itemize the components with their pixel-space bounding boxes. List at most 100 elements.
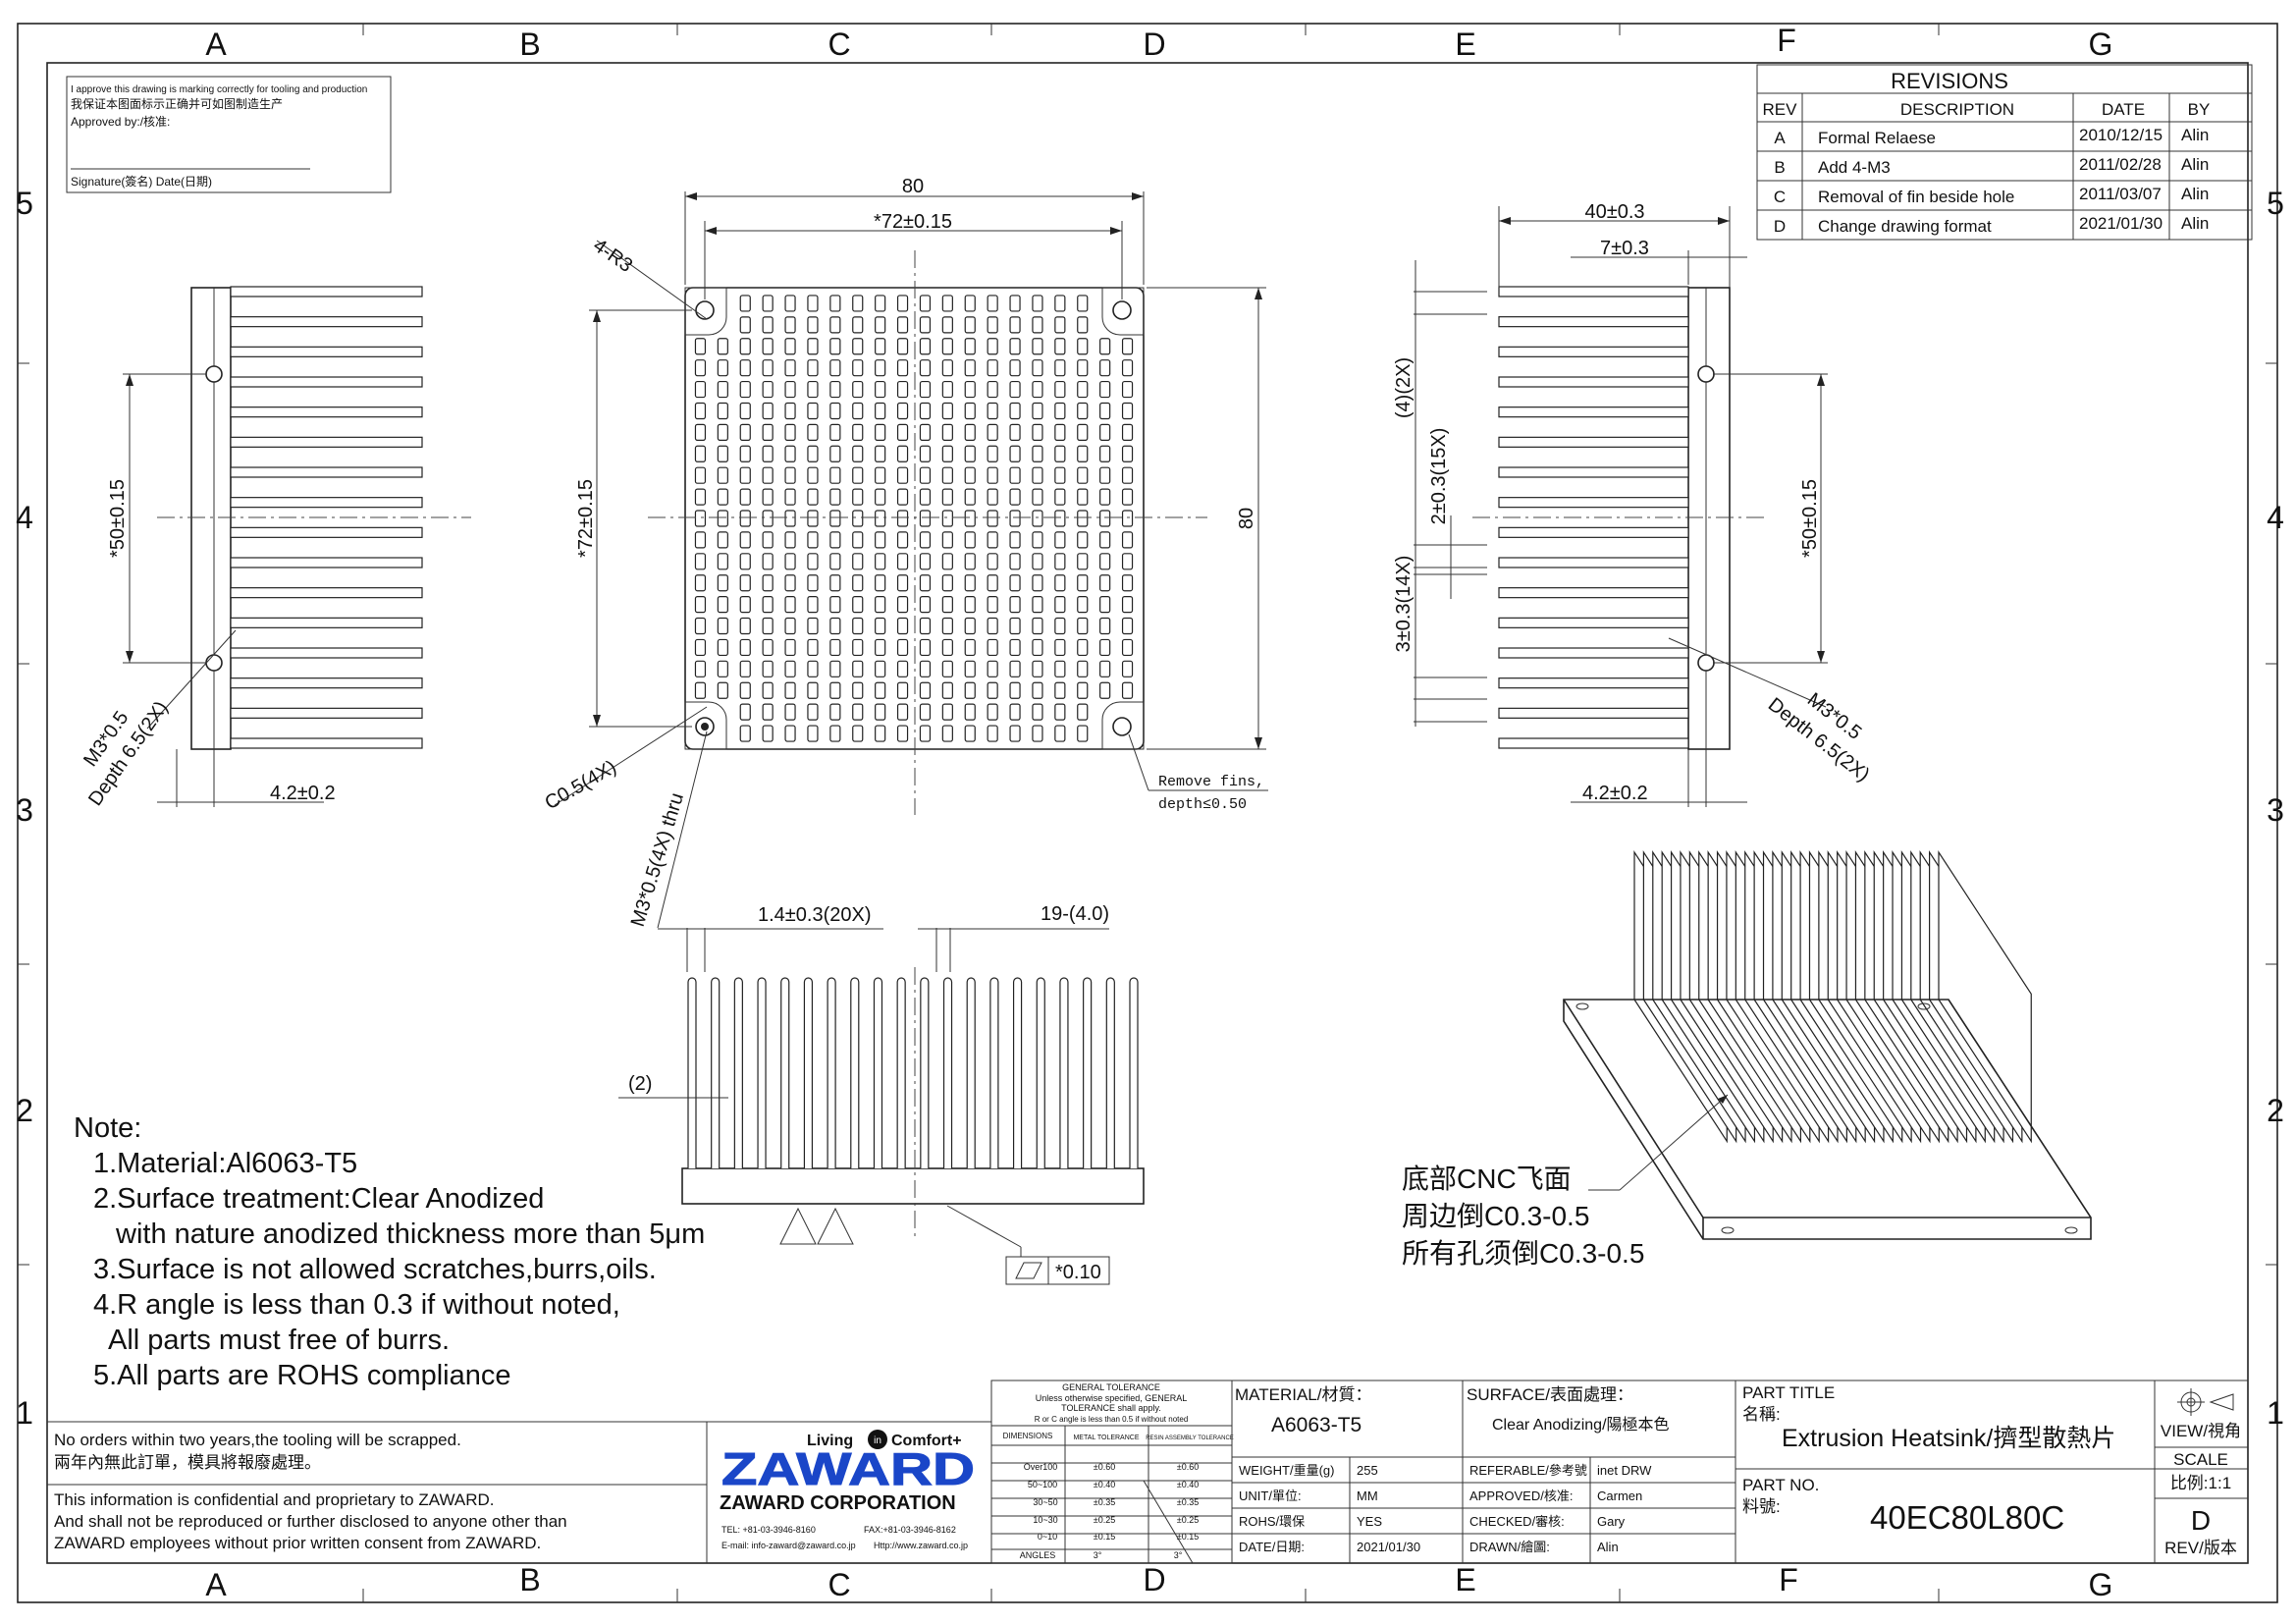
pin-fin (739, 338, 751, 355)
pin-fin (987, 553, 998, 570)
pin-fin (694, 617, 707, 635)
rev-header-rev: REV (1763, 100, 1798, 119)
pin-fin (852, 338, 864, 355)
pin-fin (1009, 553, 1021, 570)
pin-fin (1032, 660, 1043, 677)
pin-fin (875, 531, 886, 549)
pin-fin (784, 423, 796, 441)
rev-header-by: BY (2188, 100, 2211, 119)
side-fin (1498, 617, 1689, 628)
pin-fin (964, 445, 976, 462)
pin-fin (1121, 423, 1134, 441)
pin-fin (919, 703, 932, 721)
pin-fin (964, 703, 976, 721)
pin-fin (739, 596, 751, 614)
view-label: VIEW/視角 (2161, 1422, 2241, 1440)
pin-fin (1032, 510, 1043, 527)
pin-fin (717, 531, 728, 549)
slogan-in: in (874, 1435, 881, 1446)
rev-label: REV/版本 (2164, 1539, 2237, 1557)
pin-fin (1054, 338, 1066, 355)
cnc-note: 底部CNC飞面 周边倒C0.3-0.5 所有孔须倒C0.3-0.5 (1402, 1164, 1644, 1269)
approved-value: Carmen (1597, 1489, 1642, 1503)
pin-fin (896, 617, 909, 635)
row-label-2: 2 (16, 1093, 33, 1128)
part-no-label: PART NO. (1742, 1476, 1819, 1494)
pin-fin (875, 660, 886, 677)
pin-fin (1099, 466, 1111, 484)
pin-fin (694, 510, 707, 527)
pin-fin (762, 423, 774, 441)
pin-fin (919, 510, 932, 527)
pin-fin (919, 596, 932, 614)
pin-fin (941, 488, 953, 506)
pin-fin (896, 574, 909, 592)
pin-fin (919, 423, 932, 441)
pin-fin (1077, 423, 1089, 441)
pin-fin (762, 531, 774, 549)
pin-fin (852, 574, 864, 592)
pin-fin (919, 638, 932, 657)
pin-fin (739, 488, 751, 506)
pin-fin (1077, 295, 1089, 312)
pin-fin (1077, 681, 1089, 699)
pin-fin (1054, 445, 1066, 462)
revisions-title: REVISIONS (1891, 69, 2008, 93)
pin-fin (694, 445, 707, 462)
flatness-value: *0.10 (1055, 1262, 1101, 1283)
pin-fin (941, 553, 953, 570)
pin-fin (1077, 466, 1089, 484)
pin-fin (784, 617, 796, 635)
pin-fin (1099, 338, 1111, 355)
end-fin (827, 977, 836, 1168)
pin-fin (919, 402, 932, 420)
pin-fin (987, 596, 998, 614)
pin-fin (964, 725, 976, 742)
pin-fin (784, 316, 796, 334)
fin-grid (694, 295, 1134, 742)
pin-fin (852, 617, 864, 635)
pin-fin (762, 638, 774, 657)
dim-right-80: 80 (1236, 508, 1257, 529)
rev-row-b-rev: B (1774, 158, 1785, 177)
remove-fins-depth: depth≤0.50 (1158, 796, 1247, 813)
tol-row-6-metal: 3° (1094, 1550, 1102, 1560)
pin-fin (784, 488, 796, 506)
info-grid: MATERIAL/材質： A6063-T5 SURFACE/表面處理： Clea… (1232, 1380, 1736, 1563)
pin-fin (1121, 638, 1134, 657)
confidential-line-1: This information is confidential and pro… (54, 1490, 494, 1509)
side-fin (230, 316, 423, 328)
row-label-5: 5 (16, 186, 33, 221)
pin-fin (1099, 445, 1111, 462)
pin-fin (762, 380, 774, 399)
dim-f-19: 19-(4.0) (1041, 903, 1109, 925)
pin-fin (694, 402, 707, 420)
pin-fin (1054, 681, 1066, 699)
pin-fin (1121, 660, 1134, 677)
pin-fin (829, 295, 841, 312)
remove-fins-note: Remove fins, (1158, 774, 1264, 790)
pin-fin (852, 553, 864, 570)
side-fin (230, 286, 423, 298)
tol-header-metal: METAL TOLERANCE (1073, 1435, 1139, 1441)
pin-fin (1032, 445, 1043, 462)
pin-fin (987, 617, 998, 635)
pin-fin (1054, 596, 1066, 614)
rev-row-d-date: 2021/01/30 (2079, 214, 2163, 233)
pin-fin (987, 725, 998, 742)
pin-fin (1121, 338, 1134, 355)
pin-fin (784, 402, 796, 420)
pin-fin (1121, 553, 1134, 570)
side-fin (230, 466, 423, 478)
notes-title: Note: (74, 1112, 141, 1144)
pin-fin (964, 531, 976, 549)
note-line-4: 3.Surface is not allowed scratches,burrs… (93, 1254, 657, 1285)
pin-fin (717, 574, 728, 592)
pin-fin (875, 574, 886, 592)
pin-fin (739, 359, 751, 377)
pin-fin (852, 725, 864, 742)
pin-fin (717, 660, 728, 677)
pin-fin (762, 510, 774, 527)
side-fin (230, 526, 423, 538)
pin-fin (1077, 488, 1089, 506)
